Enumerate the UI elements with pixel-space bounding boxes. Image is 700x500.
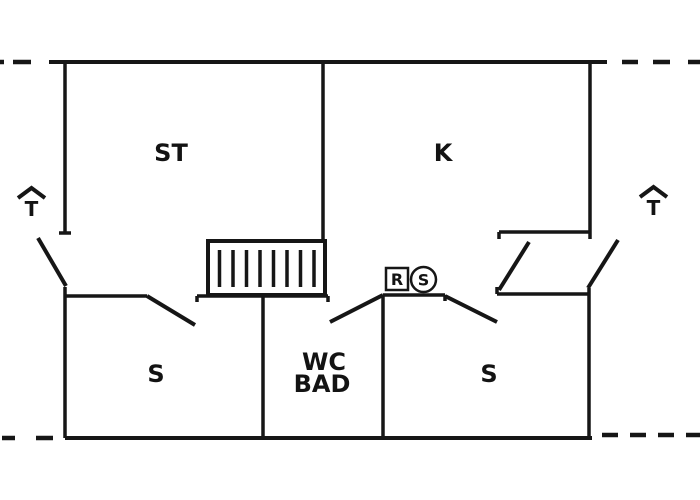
socket-symbol-label: S: [418, 271, 430, 290]
door-leaf-s-left: [145, 294, 197, 327]
staircase: [206, 239, 327, 297]
right-wall: [587, 62, 592, 438]
arrow-chevron-icon: [16, 185, 47, 200]
room-label-st: ST: [154, 139, 188, 167]
terrace-arrow-right-label: T: [647, 196, 661, 220]
door-leaf-s-right: [444, 294, 498, 324]
door-leaf-entrance-right: [586, 238, 620, 290]
room-label-s-left: S: [147, 360, 164, 388]
room-label-k: K: [434, 139, 454, 167]
door-leaf-entrance-left: [36, 236, 68, 288]
boundary-dashes-bottom: [2, 432, 700, 441]
socket-symbol: S: [409, 265, 438, 294]
radiator-symbol-label: R: [391, 270, 403, 289]
s-right-top-wall: [495, 287, 589, 296]
arrow-chevron-icon: [638, 184, 669, 199]
stair-treads: [217, 250, 316, 287]
radiator-symbol: R: [384, 266, 410, 292]
terrace-arrow-left: T: [16, 185, 47, 221]
door-leaf-wc: [329, 293, 384, 324]
terrace-arrow-left-label: T: [25, 197, 39, 221]
left-wall: [59, 62, 71, 438]
terrace-arrow-right: T: [638, 184, 669, 220]
room-label-bad: BAD: [294, 370, 351, 398]
room-label-s-right: S: [480, 360, 497, 388]
k-hall-wall: [497, 230, 590, 239]
door-leaf-k: [497, 240, 531, 292]
wall-wc-s-right: [381, 293, 447, 438]
room-label-wc: WC: [302, 348, 346, 376]
